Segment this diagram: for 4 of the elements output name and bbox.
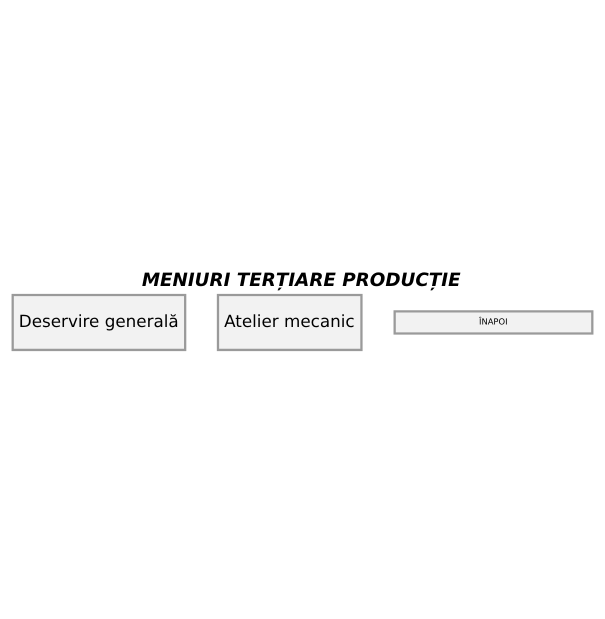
node-box: ÎNAPOI [394, 310, 594, 335]
diagram-title: MENIURI TERȚIARE PRODUCȚIE [142, 270, 461, 291]
node-box: Atelier mecanic [216, 294, 363, 352]
node-box: Deservire generală [12, 294, 186, 352]
